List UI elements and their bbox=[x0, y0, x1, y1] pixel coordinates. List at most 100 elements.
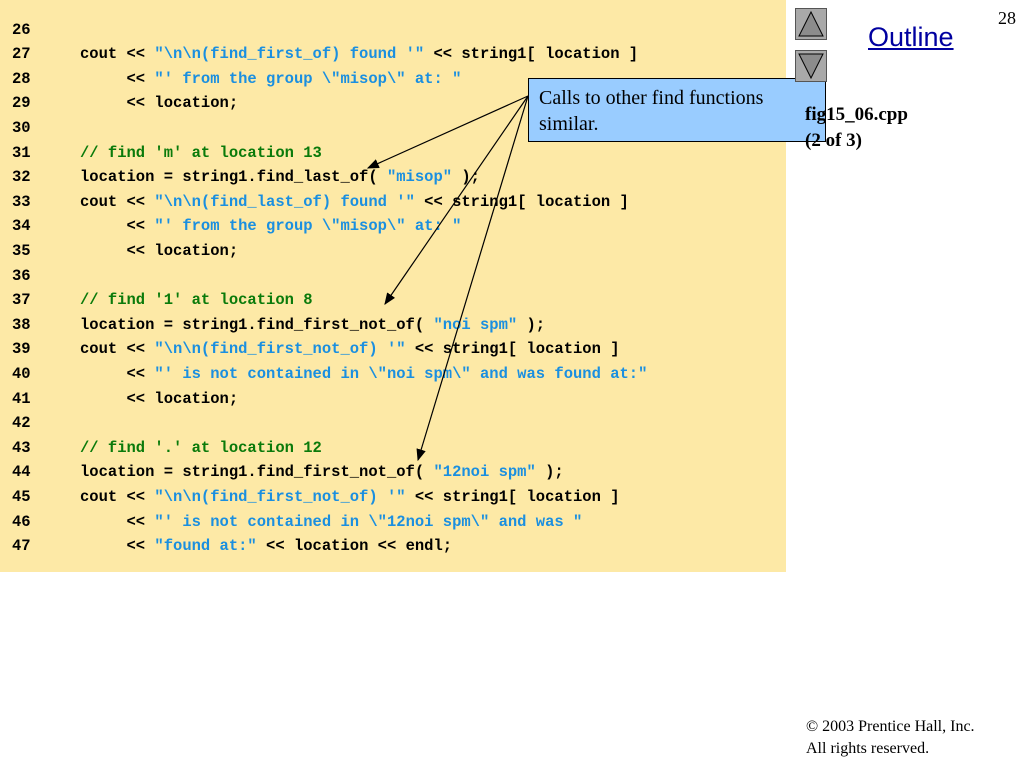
code-text: cout << "\n\n(find_first_not_of) '" << s… bbox=[80, 485, 620, 510]
copyright-line: © 2003 Prentice Hall, Inc. bbox=[806, 718, 975, 735]
code-line: 28 << "' from the group \"misop\" at: " bbox=[0, 67, 786, 92]
code-text: cout << "\n\n(find_first_not_of) '" << s… bbox=[80, 337, 620, 362]
line-number: 47 bbox=[12, 537, 31, 556]
next-slide-button[interactable] bbox=[795, 50, 827, 82]
line-number: 38 bbox=[12, 315, 31, 334]
code-text: << "' from the group \"misop\" at: " bbox=[80, 67, 462, 92]
code-string-segment: "noi spm" bbox=[433, 315, 518, 334]
arrow-to-line-43 bbox=[416, 95, 529, 462]
line-number: 28 bbox=[12, 69, 31, 88]
line-number: 30 bbox=[12, 118, 31, 137]
code-normal-segment: << bbox=[80, 512, 155, 531]
arrow-to-line-31 bbox=[366, 95, 529, 169]
code-string-segment: "' from the group \"misop\" at: " bbox=[154, 217, 462, 236]
code-normal-segment: << string1[ location ] bbox=[414, 192, 629, 211]
code-line: 47 << "found at:" << location << endl; bbox=[0, 534, 786, 559]
line-number: 29 bbox=[12, 94, 31, 113]
code-normal-segment: location = string1.find_last_of( bbox=[80, 168, 387, 187]
code-line: 29 << location; bbox=[0, 91, 786, 116]
code-text: cout << "\n\n(find_last_of) found '" << … bbox=[80, 190, 629, 215]
code-normal-segment: << location << endl; bbox=[256, 537, 453, 556]
code-line: 31 // find 'm' at location 13 bbox=[0, 141, 786, 166]
code-string-segment: "found at:" bbox=[154, 537, 257, 556]
triangle-down-icon bbox=[798, 53, 824, 80]
outline-link[interactable]: Outline bbox=[868, 22, 954, 52]
copyright-footer: © 2003 Prentice Hall, Inc. All rights re… bbox=[806, 716, 975, 760]
line-number: 41 bbox=[12, 389, 31, 408]
code-normal-segment: << bbox=[80, 217, 155, 236]
code-comment-segment: // find '.' at location 12 bbox=[80, 438, 322, 457]
code-normal-segment: cout << bbox=[80, 487, 155, 506]
line-number: 27 bbox=[12, 45, 31, 64]
code-text: location = string1.find_last_of( "misop"… bbox=[80, 165, 480, 190]
code-text: << "' is not contained in \"noi spm\" an… bbox=[80, 362, 648, 387]
line-number: 46 bbox=[12, 512, 31, 531]
code-string-segment: "misop" bbox=[386, 168, 453, 187]
rights-line: All rights reserved. bbox=[806, 740, 930, 757]
line-number: 36 bbox=[12, 266, 31, 285]
code-line: 44 location = string1.find_first_not_of( … bbox=[0, 460, 786, 485]
code-normal-segment: << location; bbox=[80, 94, 239, 113]
line-number: 44 bbox=[12, 463, 31, 482]
code-normal-segment: << location; bbox=[80, 389, 239, 408]
code-string-segment: "' is not contained in \"12noi spm\" and… bbox=[154, 512, 583, 531]
code-normal-segment: << string1[ location ] bbox=[405, 340, 620, 359]
code-text: // find 'm' at location 13 bbox=[80, 141, 322, 166]
code-text: << "found at:" << location << endl; bbox=[80, 534, 453, 559]
code-string-segment: "' from the group \"misop\" at: " bbox=[154, 69, 462, 88]
code-normal-segment: ); bbox=[535, 463, 564, 482]
previous-slide-button[interactable] bbox=[795, 8, 827, 40]
file-label: fig15_06.cpp (2 of 3) bbox=[805, 102, 908, 154]
line-number: 45 bbox=[12, 487, 31, 506]
code-line: 45 cout << "\n\n(find_first_not_of) '" <<… bbox=[0, 485, 786, 510]
code-comment-segment: // find '1' at location 8 bbox=[80, 291, 313, 310]
code-line: 42 bbox=[0, 411, 786, 436]
code-line: 34 << "' from the group \"misop\" at: " bbox=[0, 214, 786, 239]
code-normal-segment: location = string1.find_first_not_of( bbox=[80, 315, 434, 334]
line-number: 34 bbox=[12, 217, 31, 236]
code-text: // find '.' at location 12 bbox=[80, 436, 322, 461]
code-text: // find '1' at location 8 bbox=[80, 288, 313, 313]
code-string-segment: "\n\n(find_first_not_of) '" bbox=[154, 487, 406, 506]
file-name: fig15_06.cpp bbox=[805, 104, 908, 125]
line-number: 40 bbox=[12, 364, 31, 383]
line-number: 43 bbox=[12, 438, 31, 457]
code-text: location = string1.find_first_not_of( "1… bbox=[80, 460, 564, 485]
code-line: 40 << "' is not contained in \"noi spm\"… bbox=[0, 362, 786, 387]
code-text: location = string1.find_first_not_of( "n… bbox=[80, 313, 545, 338]
code-line: 32 location = string1.find_last_of( "miso… bbox=[0, 165, 786, 190]
code-normal-segment: cout << bbox=[80, 45, 155, 64]
code-string-segment: "\n\n(find_last_of) found '" bbox=[154, 192, 415, 211]
code-line: 35 << location; bbox=[0, 239, 786, 264]
code-normal-segment: << location; bbox=[80, 241, 239, 260]
code-text: << "' is not contained in \"12noi spm\" … bbox=[80, 510, 583, 535]
code-line: 41 << location; bbox=[0, 387, 786, 412]
code-normal-segment: location = string1.find_first_not_of( bbox=[80, 463, 434, 482]
line-number: 42 bbox=[12, 414, 31, 433]
code-text: << location; bbox=[80, 239, 239, 264]
code-string-segment: "\n\n(find_first_of) found '" bbox=[154, 45, 425, 64]
code-line: 46 << "' is not contained in \"12noi spm… bbox=[0, 510, 786, 535]
code-text: cout << "\n\n(find_first_of) found '" <<… bbox=[80, 42, 638, 67]
line-number: 37 bbox=[12, 291, 31, 310]
code-text: << location; bbox=[80, 387, 239, 412]
code-line: 36 bbox=[0, 264, 786, 289]
code-normal-segment: << bbox=[80, 364, 155, 383]
line-number: 31 bbox=[12, 143, 31, 162]
callout-text: Calls to other find functions similar. bbox=[539, 87, 764, 135]
code-string-segment: "' is not contained in \"noi spm\" and w… bbox=[154, 364, 648, 383]
triangle-up-icon bbox=[798, 10, 824, 37]
code-line: 30 bbox=[0, 116, 786, 141]
arrow-to-line-37 bbox=[384, 95, 529, 305]
code-normal-segment: cout << bbox=[80, 340, 155, 359]
code-string-segment: "12noi spm" bbox=[433, 463, 536, 482]
page-number: 28 bbox=[998, 8, 1016, 28]
code-text: << "' from the group \"misop\" at: " bbox=[80, 214, 462, 239]
file-part: (2 of 3) bbox=[805, 130, 862, 151]
code-normal-segment: << string1[ location ] bbox=[424, 45, 639, 64]
code-comment-segment: // find 'm' at location 13 bbox=[80, 143, 322, 162]
code-line: 38 location = string1.find_first_not_of( … bbox=[0, 313, 786, 338]
line-number: 32 bbox=[12, 168, 31, 187]
